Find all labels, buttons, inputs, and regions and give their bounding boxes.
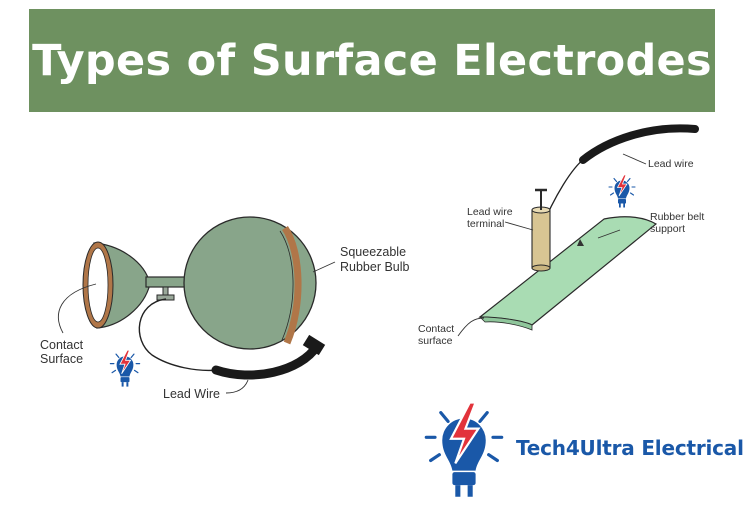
lead-wire-cable bbox=[211, 341, 322, 380]
rubber-belt bbox=[478, 216, 658, 326]
label-support: support bbox=[650, 223, 685, 235]
floating-electrode: Lead wire Lead wire terminal Rubber belt… bbox=[418, 124, 704, 347]
label-rubber-belt: Rubber belt bbox=[650, 211, 704, 223]
brand-logo-small-right bbox=[608, 174, 636, 209]
label-lead-wire: Lead Wire bbox=[163, 387, 220, 401]
label-terminal-2: terminal bbox=[467, 218, 504, 230]
brand-name: Tech4Ultra Electrical bbox=[516, 436, 744, 460]
label-surface-right: surface bbox=[418, 335, 453, 347]
label-lead-wire-right: Lead wire bbox=[648, 158, 694, 170]
label-surface: Surface bbox=[40, 352, 83, 366]
rubber-bulb bbox=[183, 216, 317, 350]
brand-logo-small-left bbox=[109, 349, 141, 388]
label-terminal-1: Lead wire bbox=[467, 206, 513, 218]
brand-logo-large bbox=[424, 400, 504, 499]
label-contact: Contact bbox=[40, 338, 84, 352]
lead-wire-terminal bbox=[531, 209, 551, 269]
label-rubber-bulb: Rubber Bulb bbox=[340, 260, 410, 274]
label-squeezable: Squeezable bbox=[340, 245, 406, 259]
label-contact-right: Contact bbox=[418, 323, 454, 335]
title-banner: Types of Surface Electrodes bbox=[29, 9, 715, 112]
page-title: Types of Surface Electrodes bbox=[32, 35, 712, 86]
suction-electrode: Squeezable Rubber Bulb Contact Surface L… bbox=[40, 216, 410, 401]
lead-wire-cable-right bbox=[579, 124, 699, 164]
